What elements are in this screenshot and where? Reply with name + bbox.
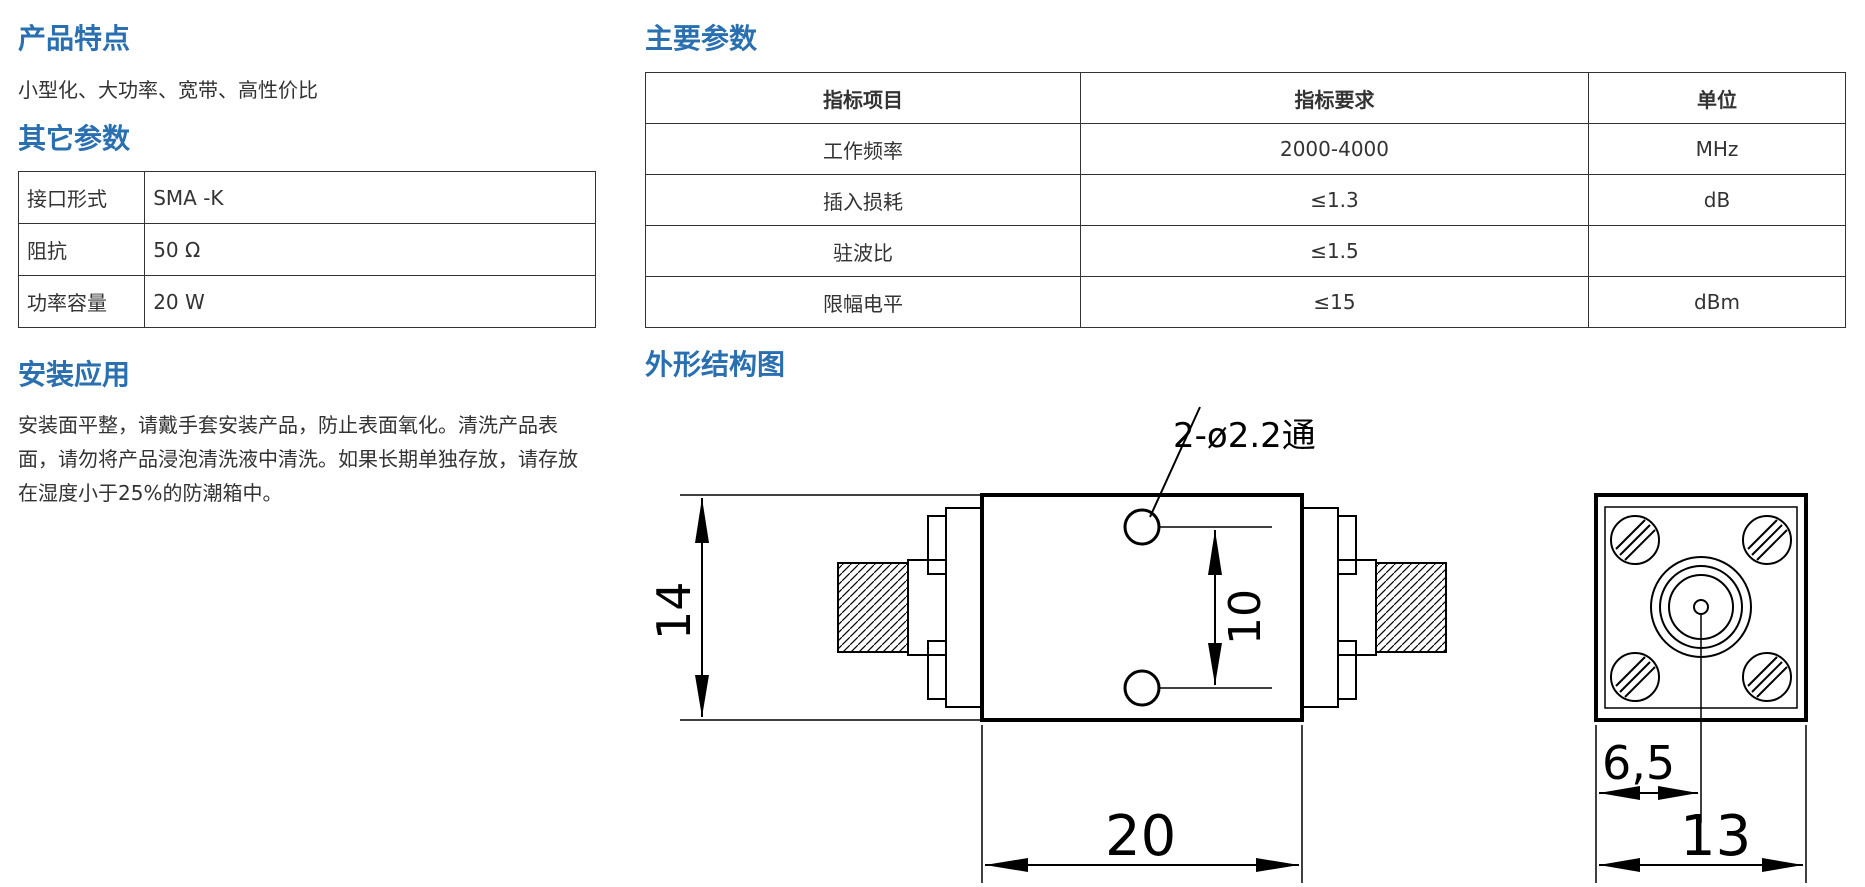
param-value: 20 W (144, 275, 596, 328)
right-flange (1301, 507, 1339, 708)
install-text: 安装面平整，请戴手套安装产品，防止表面氧化。清洗产品表面，请勿将产品浸泡清洗液中… (18, 413, 578, 505)
column-header: 指标要求 (1080, 72, 1589, 124)
param-key: 接口形式 (17, 171, 146, 224)
table-cell: dB (1588, 174, 1846, 226)
right-thread (1375, 562, 1447, 653)
param-key: 阻抗 (17, 223, 146, 276)
table-cell (1588, 225, 1846, 277)
param-key: 功率容量 (17, 275, 146, 328)
column-header: 指标项目 (645, 72, 1081, 124)
table-row: 插入损耗 ≤1.3 dB (645, 174, 1846, 226)
table-row: 工作频率 2000-4000 MHz (645, 123, 1846, 175)
hole-spacing-label: 10 (1220, 589, 1271, 645)
outline-title: 外形结构图 (645, 348, 786, 381)
main-params-table: 指标项目 指标要求 单位 工作频率 2000-4000 MHz 插入损耗 ≤1.… (645, 72, 1846, 328)
table-cell: 限幅电平 (645, 276, 1081, 328)
features-text: 小型化、大功率、宽带、高性价比 (18, 78, 318, 102)
features-title: 产品特点 (18, 22, 131, 55)
install-title: 安装应用 (18, 358, 131, 391)
hole-note-label: 2-ø2.2通 (1173, 416, 1316, 456)
table-cell: 2000-4000 (1080, 123, 1589, 175)
length-label: 20 (1105, 804, 1176, 869)
table-cell: MHz (1588, 123, 1846, 175)
table-cell: ≤15 (1080, 276, 1589, 328)
left-thread (837, 562, 909, 653)
other-params-title: 其它参数 (18, 122, 131, 155)
center-pin (1693, 599, 1709, 615)
table-row: 驻波比 ≤1.5 (645, 225, 1846, 277)
table-cell: ≤1.3 (1080, 174, 1589, 226)
column-header: 单位 (1588, 72, 1846, 124)
table-row: 阻抗 50 Ω (17, 223, 596, 276)
table-row: 限幅电平 ≤15 dBm (645, 276, 1846, 328)
param-value: 50 Ω (144, 223, 596, 276)
table-header-row: 指标项目 指标要求 单位 (645, 72, 1846, 124)
table-cell: dBm (1588, 276, 1846, 328)
table-row: 功率容量 20 W (17, 275, 596, 328)
table-cell: 插入损耗 (645, 174, 1081, 226)
screw (1610, 515, 1792, 702)
offset-label: 6,5 (1602, 736, 1675, 790)
mount-hole (1123, 508, 1161, 546)
mount-hole (1123, 669, 1161, 707)
table-cell: 驻波比 (645, 225, 1081, 277)
table-row: 接口形式 SMA -K (17, 171, 596, 224)
table-cell: ≤1.5 (1080, 225, 1589, 277)
left-flange (945, 507, 983, 708)
table-cell: 工作频率 (645, 123, 1081, 175)
width-label: 13 (1680, 804, 1751, 869)
other-params-table: 接口形式 SMA -K 阻抗 50 Ω 功率容量 20 W (17, 171, 596, 328)
outline-drawing: 2-ø2.2通 10 14 20 6,5 13 (650, 406, 1808, 883)
param-value: SMA -K (144, 171, 596, 224)
height-label: 14 (650, 581, 701, 640)
main-params-title: 主要参数 (645, 22, 758, 55)
